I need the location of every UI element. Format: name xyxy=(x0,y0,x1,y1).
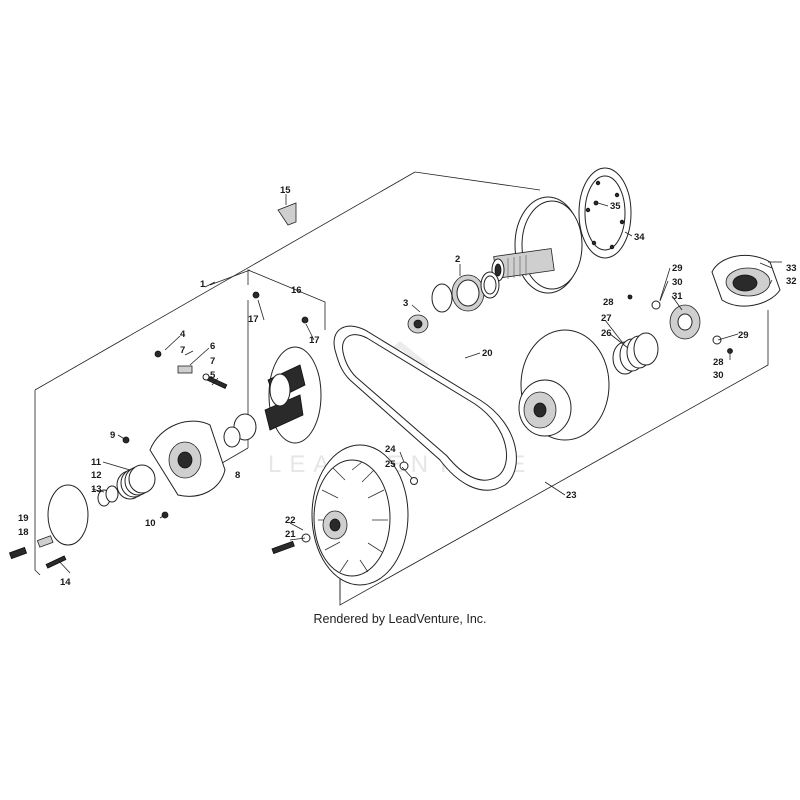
callout-25: 25 xyxy=(385,459,396,470)
callout-7a: 7 xyxy=(180,345,185,356)
callout-17b: 17 xyxy=(309,335,320,346)
callout-3: 3 xyxy=(403,298,408,309)
callout-21: 21 xyxy=(285,529,296,540)
callout-1: 1 xyxy=(200,279,206,290)
callout-14: 14 xyxy=(60,577,71,588)
callout-33: 33 xyxy=(786,263,797,274)
drive-belt xyxy=(333,325,517,491)
helix-roller xyxy=(627,294,733,354)
bearing-set xyxy=(407,271,500,334)
callout-34: 34 xyxy=(634,232,645,243)
callout-11: 11 xyxy=(91,457,102,468)
callout-31: 31 xyxy=(672,291,683,302)
callout-2: 2 xyxy=(455,254,460,265)
callout-5: 5 xyxy=(210,370,216,381)
callout-19: 19 xyxy=(18,513,29,524)
callout-9: 9 xyxy=(110,430,115,441)
callout-15: 15 xyxy=(280,185,291,196)
callout-29a: 29 xyxy=(672,263,683,274)
callout-6: 6 xyxy=(210,341,215,352)
callout-30b: 30 xyxy=(713,370,724,381)
callout-18: 18 xyxy=(18,527,29,538)
callout-28a: 28 xyxy=(603,297,614,308)
driven-movable-sheave xyxy=(518,329,610,441)
callout-20: 20 xyxy=(482,348,493,359)
driven-spring xyxy=(612,332,659,375)
callout-8: 8 xyxy=(235,470,240,481)
fan-sheave xyxy=(271,444,418,586)
leader-lines xyxy=(57,194,773,574)
render-credit: Rendered by LeadVenture, Inc. xyxy=(313,612,487,626)
callout-26: 26 xyxy=(601,328,612,339)
callout-35: 35 xyxy=(610,201,621,212)
callout-13: 13 xyxy=(91,484,102,495)
callout-24: 24 xyxy=(385,444,396,455)
callout-4: 4 xyxy=(180,329,186,340)
callout-16: 16 xyxy=(291,285,302,296)
drive-clutch-cover xyxy=(8,350,228,569)
callout-17a: 17 xyxy=(248,314,259,325)
callout-28b: 28 xyxy=(713,357,724,368)
callout-23: 23 xyxy=(566,490,577,501)
callout-10: 10 xyxy=(145,518,156,529)
callout-7b: 7 xyxy=(210,356,215,367)
callout-22: 22 xyxy=(285,515,296,526)
callout-27: 27 xyxy=(601,313,612,324)
gasket-plate xyxy=(578,167,632,259)
callout-32: 32 xyxy=(786,276,797,287)
callout-labels: 1 2 3 4 5 6 7 7 8 9 10 11 12 13 14 15 16… xyxy=(18,185,797,588)
callout-29b: 29 xyxy=(738,330,749,341)
helix-cover xyxy=(711,254,782,307)
driven-sheave-shaft xyxy=(491,196,583,294)
callout-12: 12 xyxy=(91,470,102,481)
callout-30a: 30 xyxy=(672,277,683,288)
spider-assembly xyxy=(223,202,322,448)
